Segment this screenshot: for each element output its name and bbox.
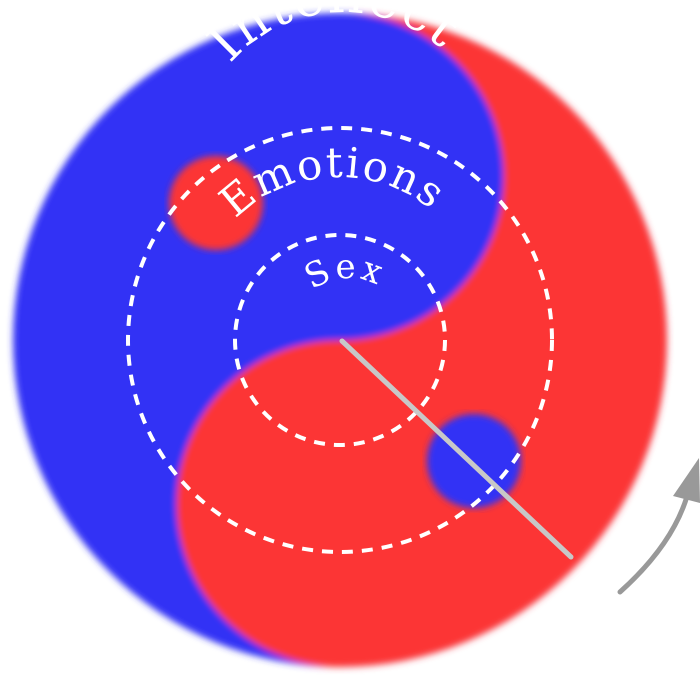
pointer-line <box>339 338 574 560</box>
outer-ring <box>126 126 554 554</box>
inner-ring <box>233 233 447 447</box>
curved-arrow-shaft <box>617 482 693 595</box>
curved-arrow-head <box>673 458 700 503</box>
red-dot <box>169 156 263 250</box>
curved-arrow-icon <box>617 458 700 595</box>
red-half <box>176 13 667 667</box>
